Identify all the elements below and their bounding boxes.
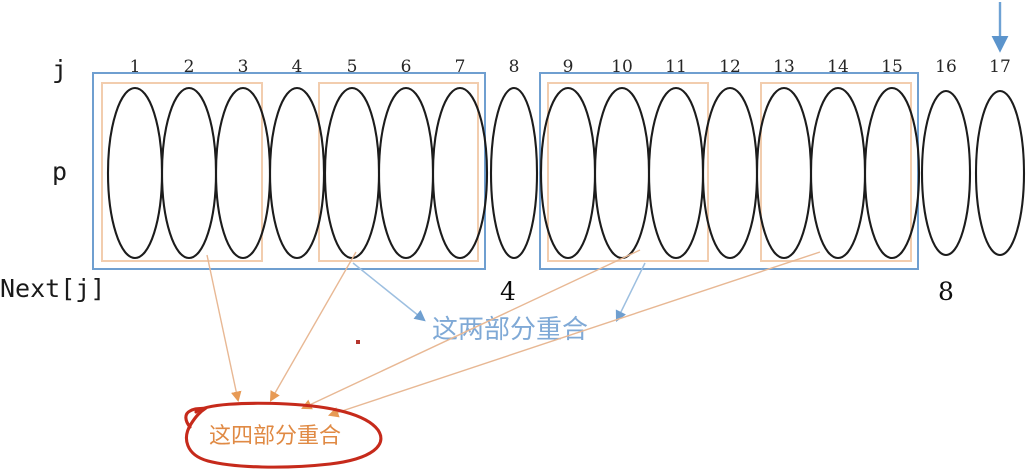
orange-group-box-4 [760, 82, 912, 262]
index-number: 7 [455, 57, 466, 77]
index-number: 16 [935, 57, 957, 77]
pattern-cell [974, 89, 1026, 257]
pattern-cell [377, 86, 435, 260]
index-number: 1 [130, 57, 141, 77]
index-number: 5 [347, 57, 358, 77]
orange-arrow-group-4 [328, 251, 821, 418]
index-number: 4 [292, 57, 303, 77]
orange-annotation-arrows [206, 249, 821, 418]
pattern-cell [106, 86, 164, 260]
blue-group-box-2 [539, 72, 919, 270]
next-value-at-16: 8 [938, 277, 954, 306]
orange-group-box-2 [318, 82, 479, 262]
blue-annotation-arrows [352, 262, 646, 323]
blue-group-box-1 [92, 72, 486, 270]
orange-group-box-1 [101, 82, 263, 262]
pattern-cell [160, 86, 218, 260]
pattern-cell [489, 86, 539, 260]
pattern-cell [431, 86, 489, 260]
orange-arrow-group-2 [269, 251, 357, 402]
pattern-cell [701, 86, 759, 260]
index-number: 8 [509, 57, 520, 77]
pattern-cell [647, 86, 705, 260]
red-handdrawn-circle [184, 401, 383, 469]
pattern-cell [809, 86, 867, 260]
index-number: 9 [563, 57, 574, 77]
blue-arrow-left [352, 262, 426, 322]
pattern-cell-row [106, 86, 1026, 260]
orange-arrow-group-1 [206, 254, 242, 403]
blue-annotation-text: 这两部分重合 [432, 315, 588, 345]
pattern-cell [593, 86, 651, 260]
orange-group-boxes [101, 82, 912, 262]
pattern-cell [920, 89, 972, 257]
pattern-cell [268, 86, 326, 260]
row-label-p: p [52, 157, 67, 186]
pattern-cell [863, 86, 921, 260]
index-number: 17 [989, 57, 1011, 77]
orange-arrow-group-3 [301, 249, 641, 410]
index-number: 3 [238, 57, 249, 77]
orange-group-box-3 [547, 82, 709, 262]
pattern-cell [539, 86, 597, 260]
index-number: 2 [184, 57, 195, 77]
row-label-next: Next[j] [0, 274, 105, 303]
blue-arrow-right [615, 262, 646, 323]
pattern-cell [323, 86, 381, 260]
pattern-cell [755, 86, 813, 260]
next-value-at-8: 4 [500, 277, 516, 306]
index-number: 6 [401, 57, 412, 77]
red-dot-mark [356, 340, 360, 344]
row-label-j: j [52, 55, 67, 84]
orange-annotation-text: 这四部分重合 [209, 424, 341, 449]
